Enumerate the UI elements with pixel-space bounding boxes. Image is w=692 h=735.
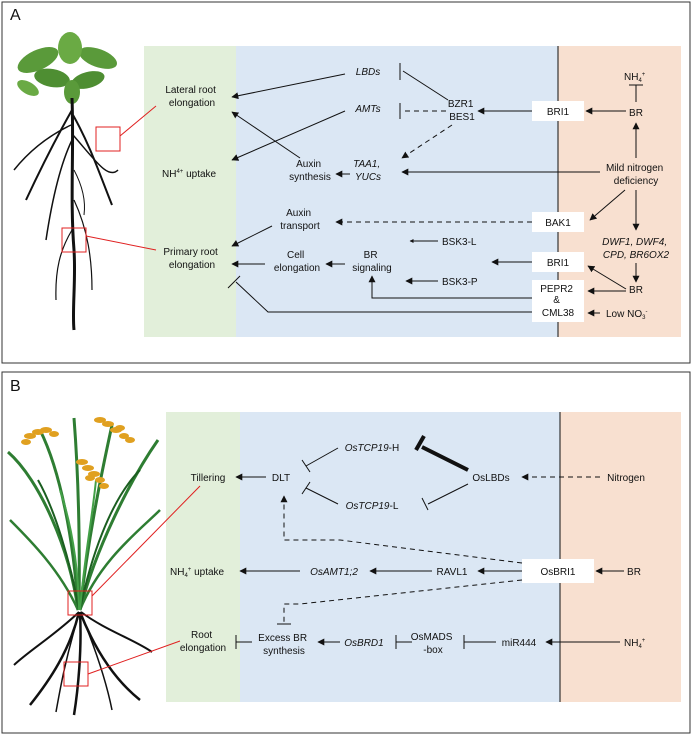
panel-b-green-zone (166, 412, 240, 702)
edge-osbri1-to-dlt (280, 495, 523, 564)
bsk3-p-label: BSK3-P (442, 277, 478, 288)
edge-pepr2-inhibit-primary-bar (227, 275, 241, 289)
bri1-top-label: BRI1 (547, 107, 570, 118)
tillering-callout-line (91, 485, 201, 597)
nh4-uptake-label: NH4+ uptake (162, 169, 217, 180)
bsk3-l-label: BSK3-L (442, 237, 477, 248)
edge-ostcp19h-inhibit-dlt-bar (301, 459, 311, 473)
rice-plant-icon (7, 417, 161, 716)
edge-oslbds-inhibit-ostcp19l (427, 483, 469, 505)
bri1-mid-label: BRI1 (547, 258, 570, 269)
edge-ostcp19l-inhibit-dlt (305, 487, 339, 505)
primary-root-callout-box (61, 227, 87, 253)
panel-b-blue-zone (240, 412, 560, 702)
bri1-mid-box (532, 252, 584, 272)
edge-oslbds-inhibit-ostcp19l-bar (421, 497, 429, 511)
dlt-label: DLT (272, 473, 290, 484)
bak1-box (532, 212, 584, 232)
edge-brbottom-to-bri1mid (587, 265, 627, 290)
panel-a-letter: A (10, 7, 21, 24)
bak1-label: BAK1 (545, 218, 571, 229)
bri1-top-box (532, 101, 584, 121)
panel-a-blue-zone (236, 46, 558, 337)
nh4-top-label: NH4+ (624, 72, 646, 84)
low-no3-label: Low NO3- (606, 309, 647, 321)
tillering-label: Tillering (191, 473, 226, 484)
edge-pepr2-inhibit-primary (235, 281, 532, 313)
br-b-label: BR (627, 567, 641, 578)
edge-ostcp19h-inhibit-dlt (305, 447, 339, 467)
ravl1-label: RAVL1 (437, 567, 468, 578)
root-elongation-label: Root elongation (180, 630, 226, 654)
edge-bzr1-inhibit-lbds (402, 70, 449, 101)
dwf-genes-label: DWF1, DWF4, CPD, BR6OX2 (602, 237, 670, 261)
edge-auxin-transport-to-primary (231, 225, 273, 247)
ostcp19-h-label: OsTCP19-H (345, 443, 399, 454)
edge-bzr1-to-taa1 (401, 124, 453, 159)
amts-label: AMTs (354, 104, 380, 115)
nh4-uptake-b-label: NH4+ uptake (170, 567, 225, 579)
pepr2-cml38-label: PEPR2 & CML38 (540, 284, 576, 319)
lbds-label: LBDs (356, 67, 380, 78)
primary-root-callout-line (85, 235, 157, 251)
edge-oslbds-inhibit-ostcp19h-bar (414, 435, 426, 451)
panel-a-green-zone (144, 46, 236, 337)
pepr2-cml38-box (532, 280, 584, 322)
cell-elongation-label: Cell elongation (274, 250, 320, 274)
mir444-label: miR444 (502, 638, 537, 649)
oslbds-label: OsLBDs (472, 473, 509, 484)
br-signaling-label: BR signaling (352, 250, 391, 274)
edge-pepr2-to-br-signaling (368, 275, 532, 299)
lateral-root-callout-box (95, 126, 121, 152)
edge-mildn-to-bak1 (589, 189, 626, 221)
auxin-synthesis-label: Auxin synthesis (289, 159, 331, 183)
root-callout-line (87, 640, 181, 675)
taa1-yucs-label: TAA1, YUCs (353, 159, 383, 183)
edge-ostcp19l-inhibit-dlt-bar (301, 481, 311, 495)
primary-root-elongation-label: Primary root elongation (163, 247, 220, 271)
panel-b-peach-zone (560, 412, 681, 702)
edge-lbds-to-lateral (231, 73, 346, 100)
br-top-label: BR (629, 108, 643, 119)
osbrd1-label: OsBRD1 (344, 638, 383, 649)
ostcp19-l-label: OsTCP19-L (346, 501, 399, 512)
br-bottom-label: BR (629, 285, 643, 296)
edge-osbri1-inhibit-excess-br (283, 579, 523, 622)
osbri1-label: OsBRI1 (540, 567, 575, 578)
tillering-callout-box (67, 590, 93, 616)
lateral-root-elongation-label: Lateral root elongation (165, 85, 218, 109)
osmads-label: OsMADS -box (411, 632, 455, 656)
auxin-transport-label: Auxin transport (280, 208, 320, 232)
excess-br-label: Excess BR synthesis (258, 633, 310, 657)
edge-amts-to-nh4 (231, 110, 346, 161)
osamt-label: OsAMT1;2 (310, 567, 358, 578)
nh4-right-label: NH4+ (624, 638, 646, 650)
bzr1-bes1-label: BZR1 BES1 (448, 99, 476, 123)
osbri1-box (522, 559, 594, 583)
panel-b: B (1, 371, 691, 734)
panel-a: A Lateral (1, 1, 691, 364)
edge-oslbds-inhibit-ostcp19h (421, 445, 469, 472)
mild-nitrogen-label: Mild nitrogen deficiency (606, 163, 666, 187)
nitrogen-label: Nitrogen (607, 473, 645, 484)
arabidopsis-plant-icon (13, 32, 119, 331)
panel-b-letter: B (10, 378, 21, 395)
lateral-root-callout-line (119, 105, 157, 137)
edge-auxin-to-lateral (231, 111, 301, 159)
